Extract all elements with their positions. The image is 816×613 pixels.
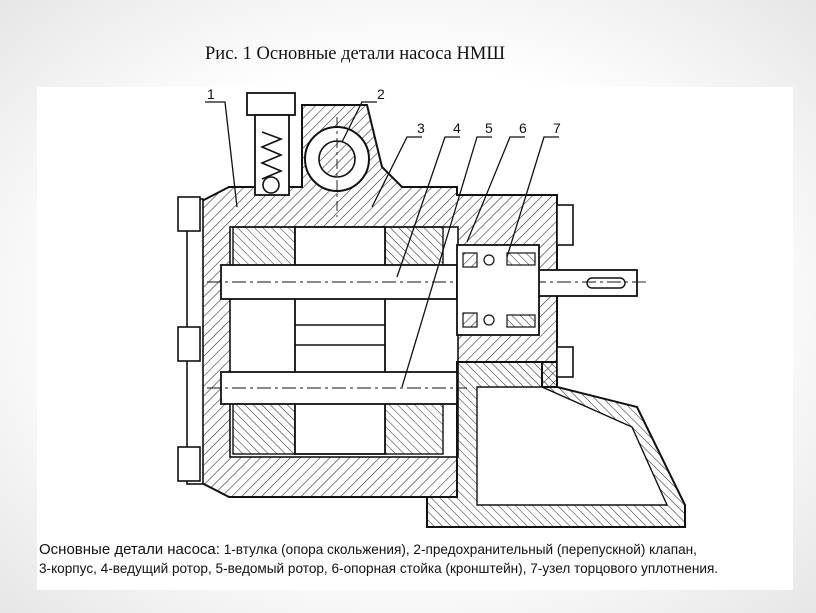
callout-1: 1 — [207, 87, 215, 102]
callout-7: 7 — [553, 120, 561, 136]
callout-3: 3 — [417, 120, 425, 136]
figure-caption: Рис. 1 Основные детали насоса НМШ — [205, 44, 505, 64]
leader-lines — [205, 101, 559, 388]
callout-numbers: 1 2 3 4 5 6 7 — [207, 87, 561, 136]
relief-valve — [246, 92, 370, 196]
pump-drawing: 1 2 3 4 5 6 7 Основные детали насоса: 1-… — [37, 87, 793, 590]
pump-cross-section: 1 2 3 4 5 6 7 — [177, 87, 686, 528]
flange-bolts — [177, 196, 574, 482]
legend-line-2: 3-корпус, 4-ведущий ротор, 5-ведомый рот… — [39, 561, 719, 576]
callout-5: 5 — [485, 120, 493, 136]
callout-2: 2 — [377, 87, 385, 102]
mechanical-seal — [456, 244, 540, 336]
legend-label: Основные детали насоса: — [39, 541, 220, 558]
legend-line-1: Основные детали насоса: 1-втулка (опора … — [39, 540, 791, 559]
callout-4: 4 — [453, 120, 461, 136]
support-bracket — [426, 361, 686, 528]
legend-text-1: 1-втулка (опора скольжения), 2-предохран… — [223, 542, 697, 557]
parts-legend: Основные детали насоса: 1-втулка (опора … — [39, 540, 791, 578]
callout-6: 6 — [519, 120, 527, 136]
